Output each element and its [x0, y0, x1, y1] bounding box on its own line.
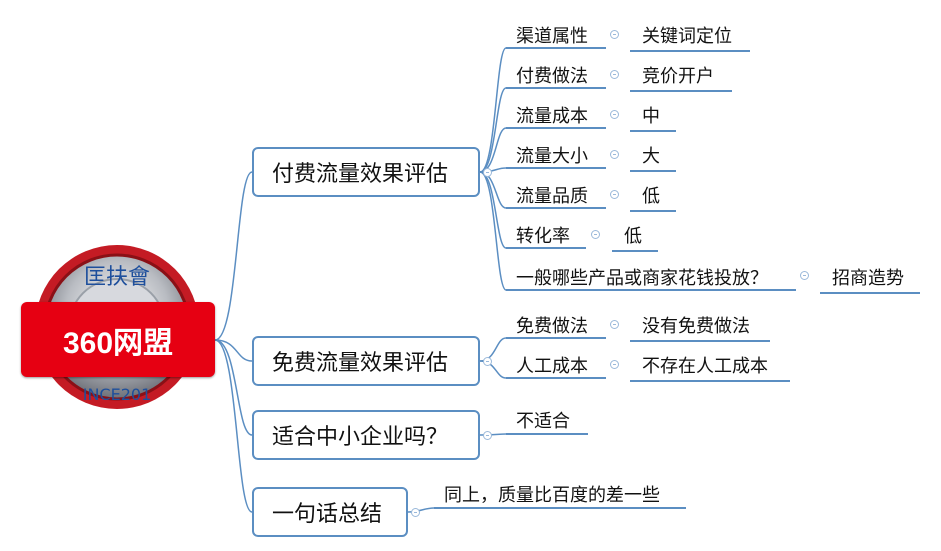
collapse-icon[interactable] — [610, 70, 619, 79]
leaf-channel-attr-value: 关键词定位 — [642, 26, 732, 47]
underline — [506, 289, 796, 291]
underline — [506, 127, 606, 129]
leaf-traffic-quality-value: 低 — [642, 186, 660, 207]
underline — [630, 340, 770, 342]
underline — [612, 250, 658, 252]
leaf-free-method: 免费做法 — [516, 316, 588, 337]
branch-sme-fit: 适合中小企业吗？ — [252, 410, 480, 460]
collapse-icon[interactable] — [610, 110, 619, 119]
underline — [506, 167, 606, 169]
branch-free-traffic: 免费流量效果评估 — [252, 336, 480, 386]
underline — [506, 377, 606, 379]
branch-label: 免费流量效果评估 — [272, 351, 449, 376]
underline — [506, 247, 586, 249]
leaf-traffic-cost: 流量成本 — [516, 106, 588, 127]
leaf-who-invests-value: 招商造势 — [832, 268, 904, 289]
underline — [820, 292, 920, 294]
collapse-icon[interactable] — [610, 190, 619, 199]
underline — [506, 337, 606, 339]
root-node: 360网盟 — [21, 302, 215, 377]
collapse-icon[interactable] — [610, 30, 619, 39]
leaf-labor-cost-value: 不存在人工成本 — [642, 356, 768, 377]
leaf-channel-attr: 渠道属性 — [516, 26, 588, 47]
underline — [630, 50, 750, 52]
collapse-icon[interactable] — [411, 508, 420, 517]
leaf-traffic-cost-value: 中 — [642, 106, 660, 127]
collapse-icon[interactable] — [483, 357, 492, 366]
underline — [630, 90, 732, 92]
leaf-who-invests: 一般哪些产品或商家花钱投放？ — [516, 268, 768, 289]
leaf-paid-method-value: 竞价开户 — [642, 66, 714, 87]
branch-summary: 一句话总结 — [252, 487, 408, 537]
collapse-icon[interactable] — [483, 168, 492, 177]
underline — [506, 207, 606, 209]
underline — [506, 47, 606, 49]
underline — [506, 87, 606, 89]
branch-paid-traffic: 付费流量效果评估 — [252, 147, 480, 197]
leaf-labor-cost: 人工成本 — [516, 356, 588, 377]
collapse-icon[interactable] — [610, 360, 619, 369]
branch-label: 一句话总结 — [272, 502, 383, 527]
leaf-conversion-rate-value: 低 — [624, 226, 642, 247]
leaf-free-method-value: 没有免费做法 — [642, 316, 750, 337]
leaf-sme-fit-value: 不适合 — [516, 411, 570, 432]
collapse-icon[interactable] — [610, 150, 619, 159]
leaf-traffic-quality: 流量品质 — [516, 186, 588, 207]
leaf-paid-method: 付费做法 — [516, 66, 588, 87]
underline — [630, 170, 676, 172]
branch-label: 付费流量效果评估 — [272, 162, 449, 187]
leaf-conversion-rate: 转化率 — [516, 226, 570, 247]
leaf-summary-value: 同上，质量比百度的差一些 — [444, 485, 660, 506]
leaf-traffic-volume: 流量大小 — [516, 146, 588, 167]
collapse-icon[interactable] — [800, 271, 809, 280]
underline — [506, 433, 588, 435]
collapse-icon[interactable] — [483, 431, 492, 440]
underline — [630, 380, 790, 382]
root-label: 360网盟 — [62, 326, 174, 360]
collapse-icon[interactable] — [591, 230, 600, 239]
leaf-traffic-volume-value: 大 — [642, 146, 660, 167]
logo-text: 匡扶會 — [84, 265, 150, 290]
branch-label: 适合中小企业吗？ — [272, 425, 449, 450]
logo-ring-text: INCE201 — [83, 385, 152, 404]
underline — [434, 507, 686, 509]
underline — [630, 130, 676, 132]
collapse-icon[interactable] — [610, 320, 619, 329]
underline — [630, 210, 676, 212]
